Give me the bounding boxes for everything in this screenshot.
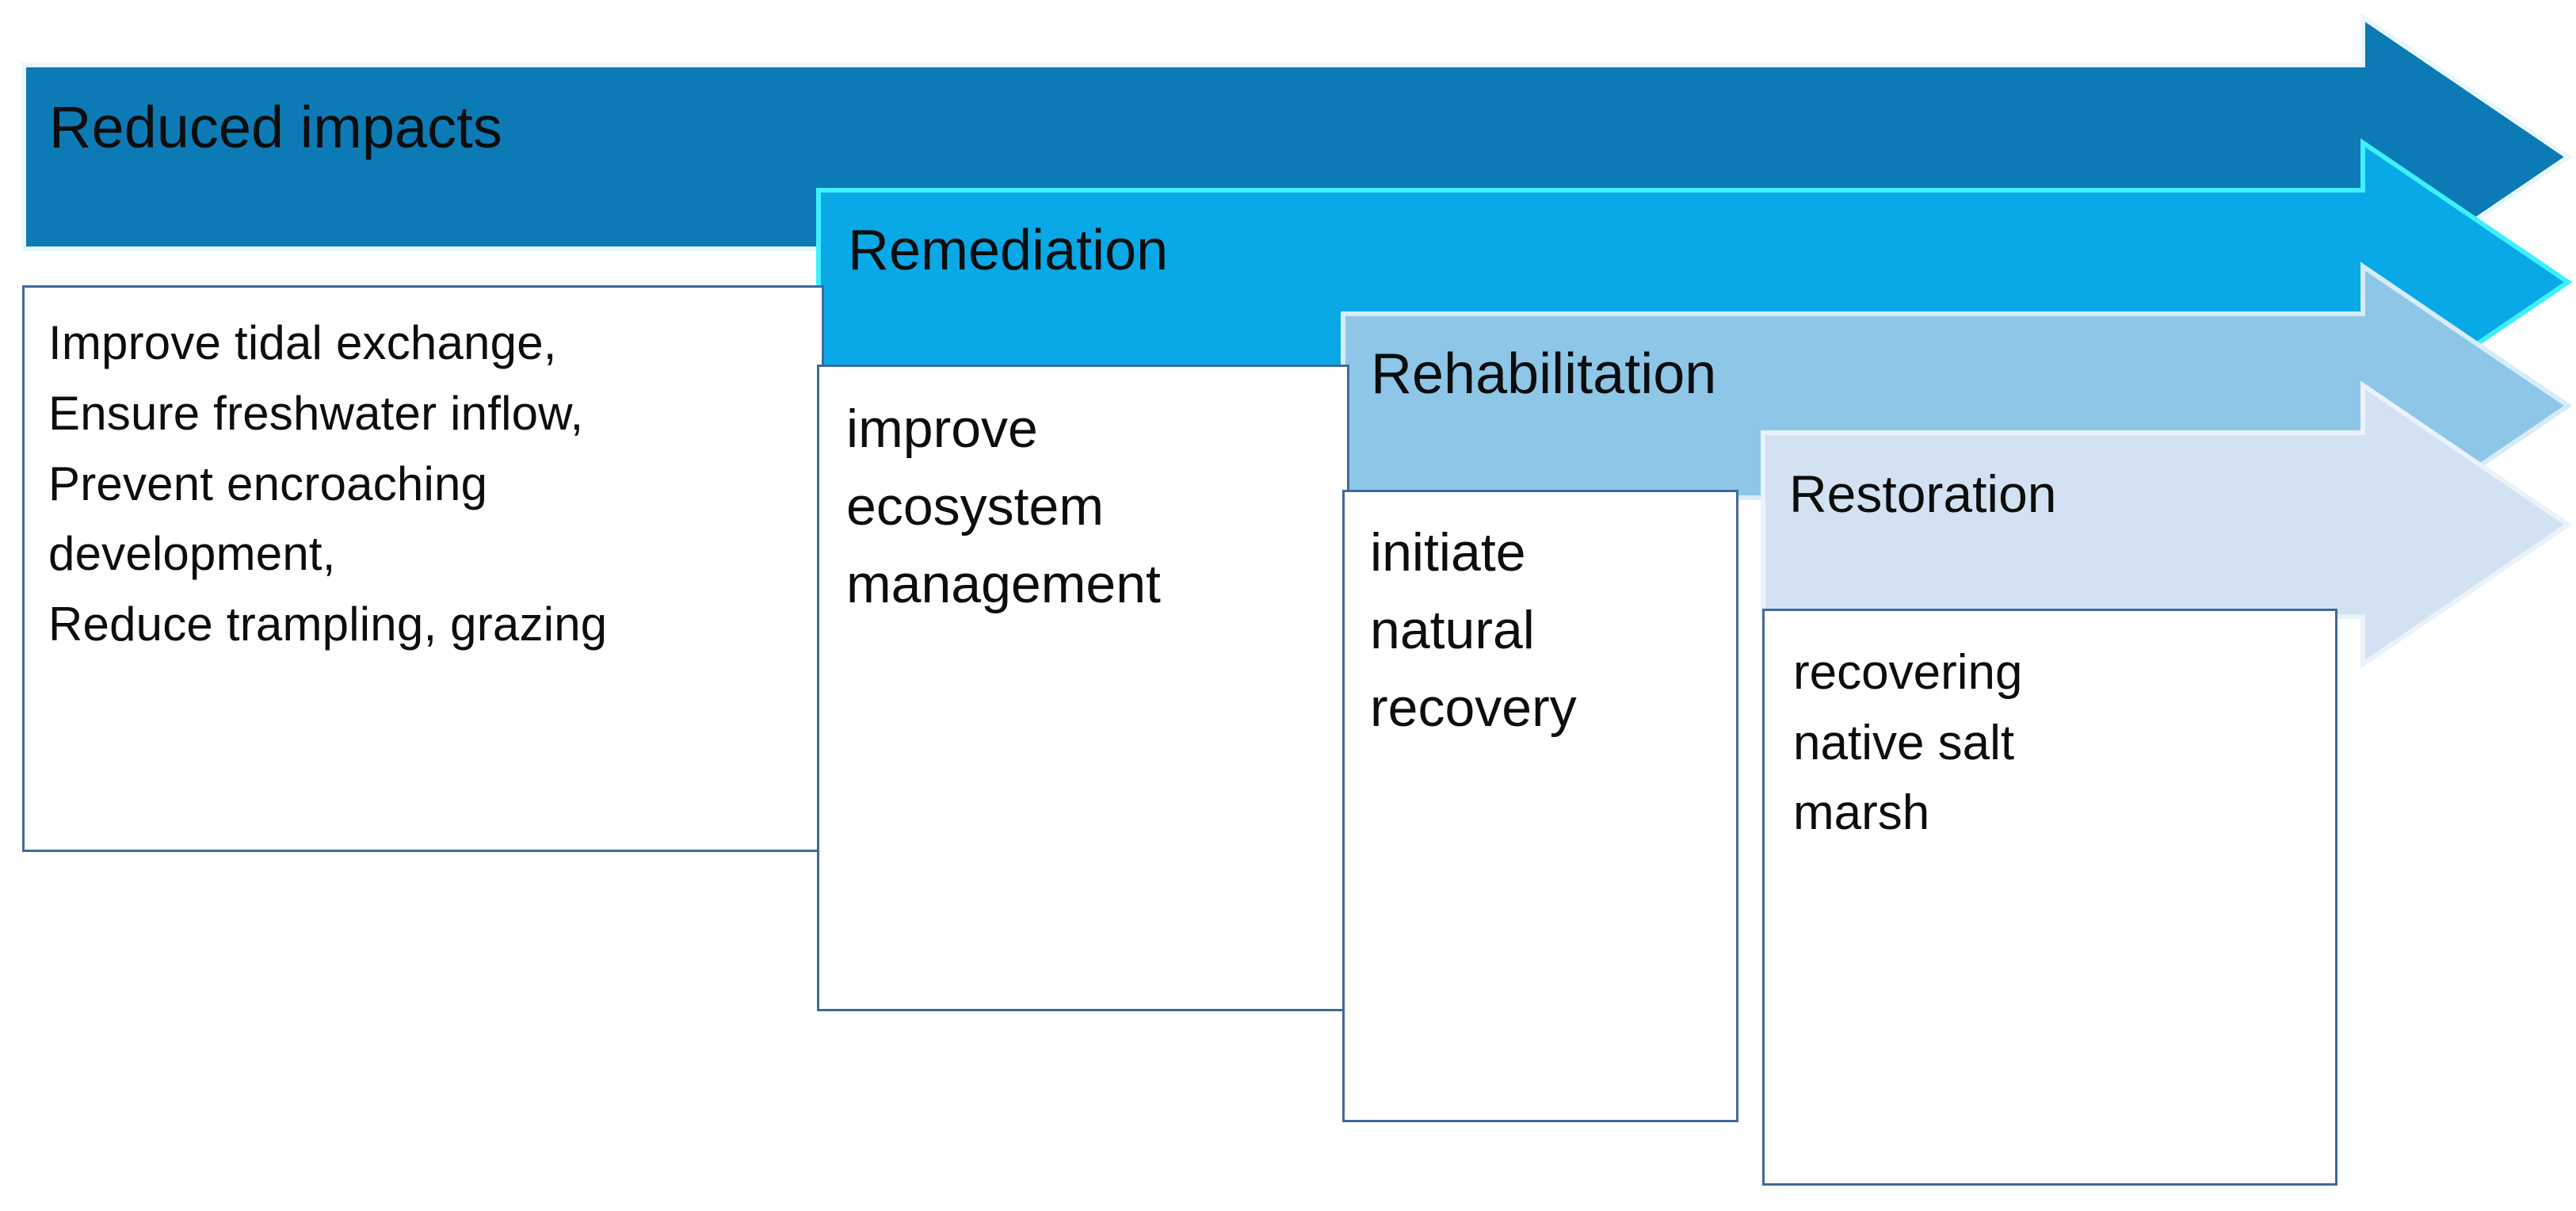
content-text-reduced-impacts: Improve tidal exchange, Ensure freshwate… <box>48 316 608 651</box>
content-box-restoration: recovering native salt marsh <box>1762 609 2337 1186</box>
content-box-rehabilitation: initiate natural recovery <box>1342 490 1738 1122</box>
content-text-restoration: recovering native salt marsh <box>1793 645 2023 841</box>
content-box-reduced-impacts: Improve tidal exchange, Ensure freshwate… <box>22 285 824 852</box>
content-text-rehabilitation: initiate natural recovery <box>1370 522 1577 738</box>
content-box-remediation: improve ecosystem management <box>817 365 1349 1011</box>
content-text-remediation: improve ecosystem management <box>846 399 1161 614</box>
